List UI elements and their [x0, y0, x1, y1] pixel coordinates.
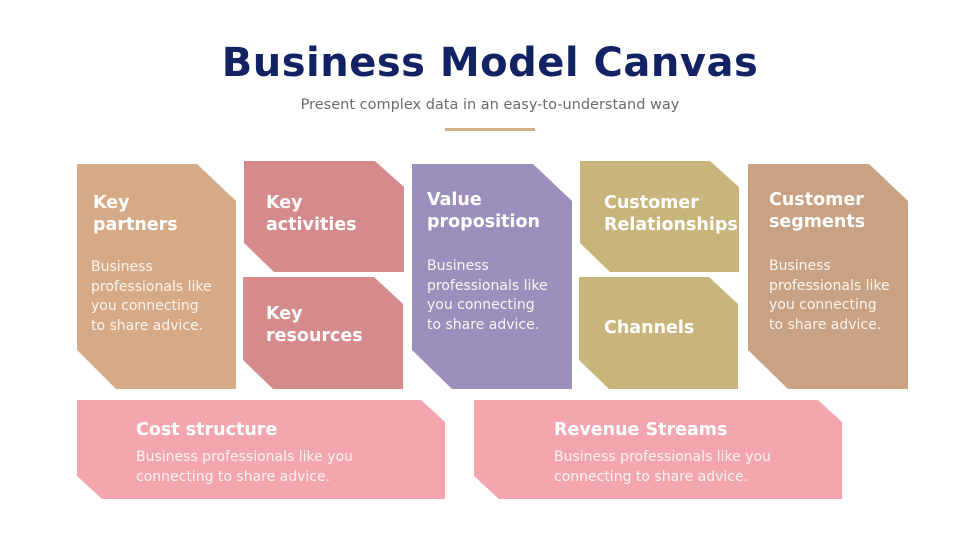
block-desc-line: to share advice.	[91, 317, 204, 334]
block-desc-line: professionals like	[427, 277, 548, 294]
block-title: resources	[266, 326, 363, 346]
block-desc-line: to share advice.	[427, 316, 540, 333]
block-shape	[77, 400, 445, 499]
block-cost-structure: Cost structure Business professionals li…	[77, 400, 445, 499]
page-title: Business Model Canvas	[221, 40, 759, 86]
block-desc-line: to share advice.	[769, 316, 882, 333]
block-title: Key	[93, 193, 130, 213]
block-title: Channels	[604, 318, 695, 338]
block-revenue-streams: Revenue Streams Business professionals l…	[474, 400, 842, 499]
block-desc-line: connecting to share advice.	[136, 468, 331, 485]
block-desc-line: Business professionals like you	[136, 449, 353, 465]
block-shape	[243, 277, 403, 389]
block-title: activities	[266, 215, 357, 235]
block-desc-line: you connecting	[91, 298, 199, 314]
block-desc-line: you connecting	[769, 297, 877, 313]
block-title: Customer	[769, 190, 864, 210]
block-shape	[244, 161, 404, 272]
block-channels: Channels	[579, 277, 738, 389]
block-title: Revenue Streams	[554, 420, 728, 440]
block-title: Key	[266, 193, 303, 213]
block-desc-line: Business professionals like you	[554, 449, 771, 465]
block-desc-line: professionals like	[91, 278, 212, 295]
block-title: partners	[93, 215, 178, 235]
block-shape	[579, 277, 738, 389]
block-title: segments	[769, 212, 866, 232]
block-shape	[474, 400, 842, 499]
title-divider	[445, 128, 535, 131]
block-title: Relationships	[604, 215, 738, 235]
block-shape	[77, 164, 236, 389]
block-shape	[748, 164, 908, 389]
block-desc-line: you connecting	[427, 297, 535, 313]
block-title: Cost structure	[136, 420, 278, 440]
block-desc-line: connecting to share advice.	[554, 468, 749, 485]
block-title: Key	[266, 304, 303, 324]
block-title: Value	[427, 190, 482, 210]
block-desc-line: Business	[91, 259, 153, 275]
block-title: Customer	[604, 193, 699, 213]
block-title: proposition	[427, 212, 540, 232]
block-shape	[412, 164, 572, 389]
block-shape	[580, 161, 739, 272]
block-desc-line: Business	[769, 258, 831, 274]
block-desc-line: Business	[427, 258, 489, 274]
block-desc-line: professionals like	[769, 277, 890, 294]
page-subtitle: Present complex data in an easy-to-under…	[300, 97, 680, 113]
